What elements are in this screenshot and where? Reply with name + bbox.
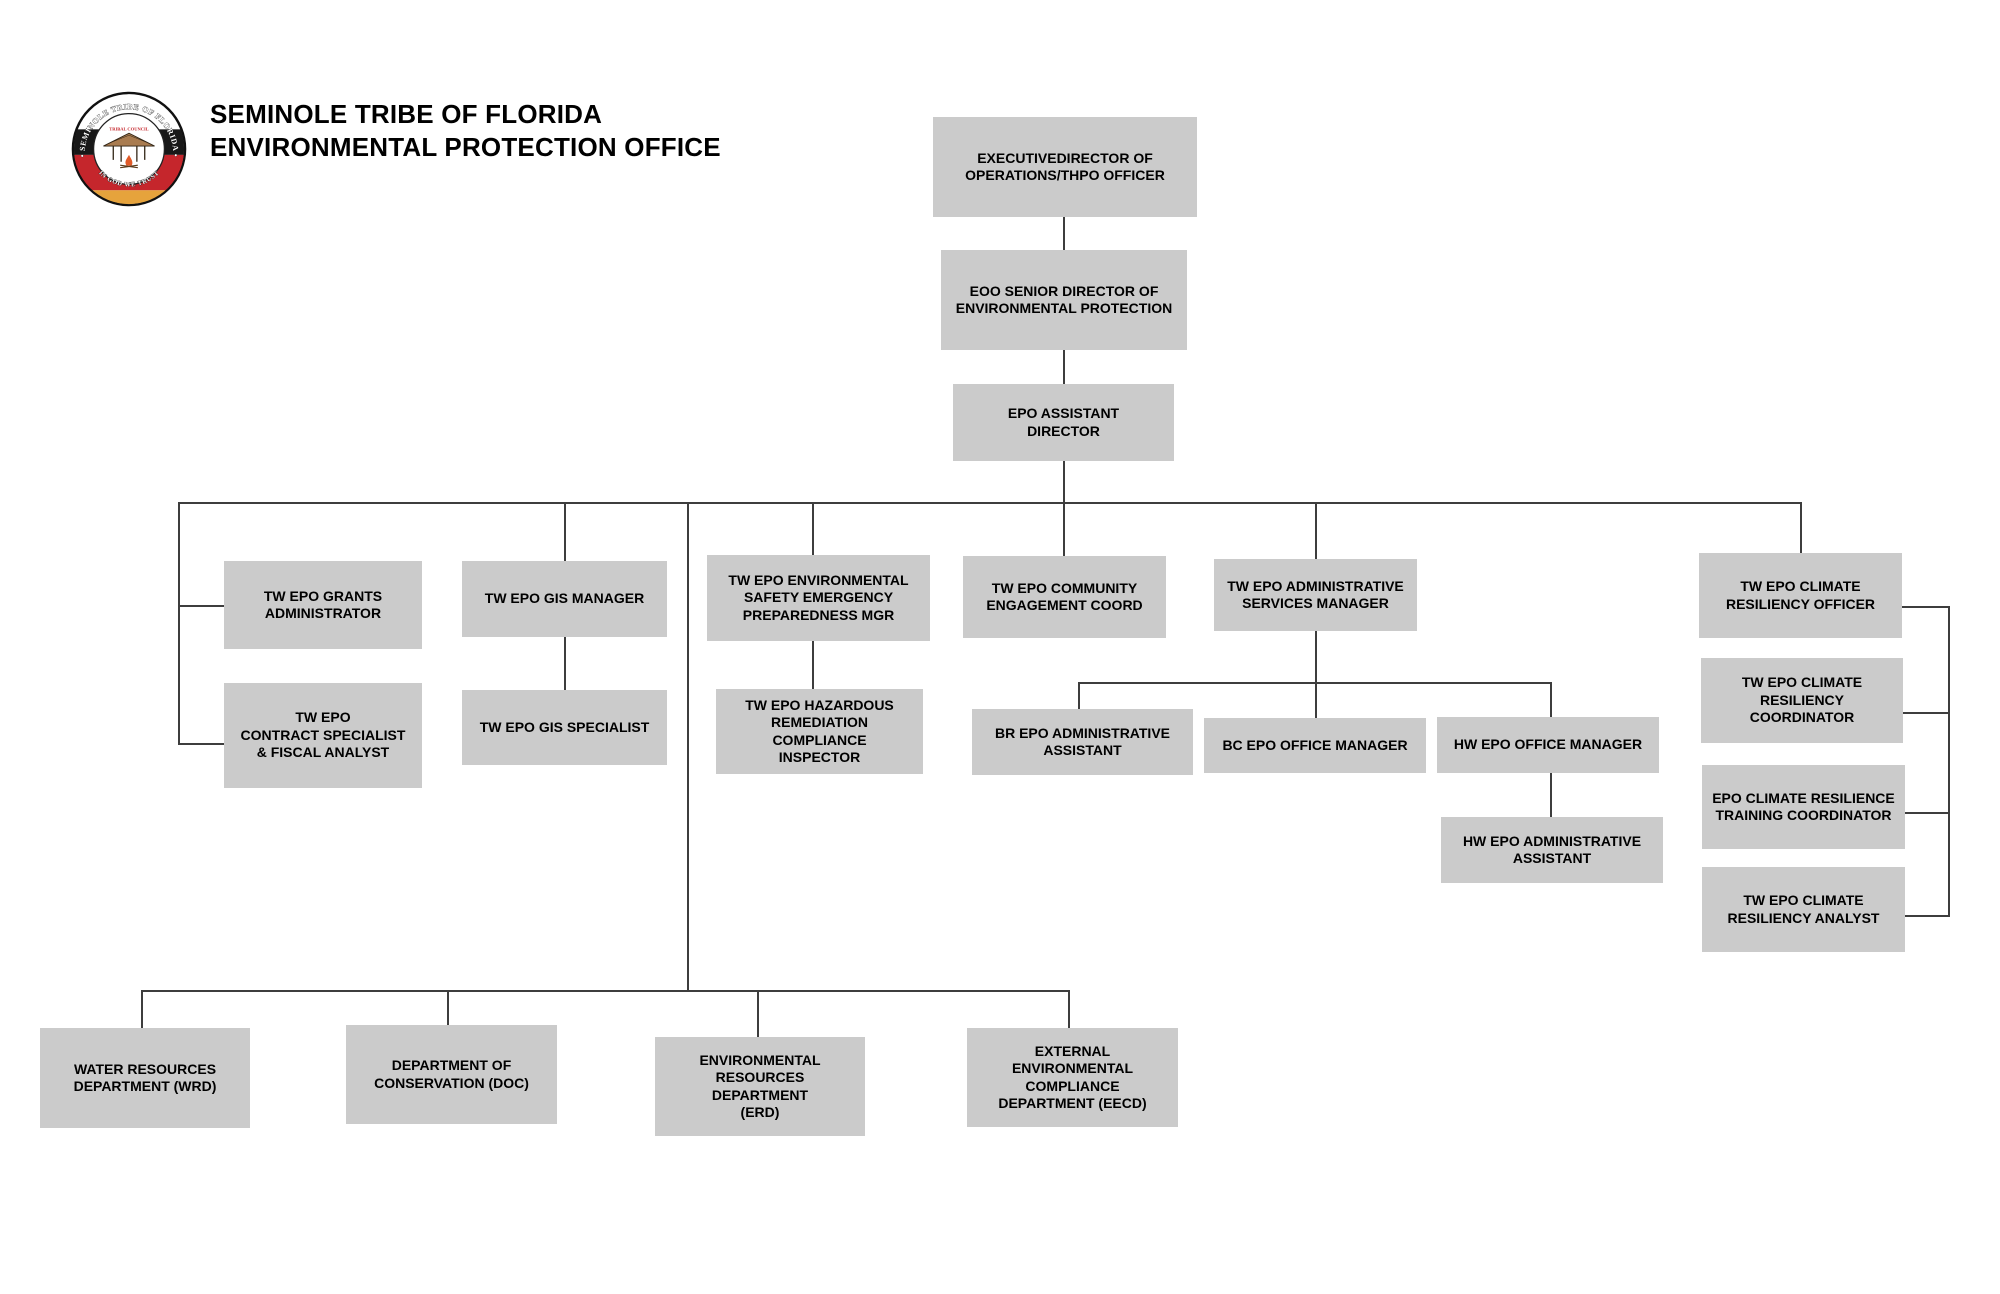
node-bc-epo-office-manager: BC EPO OFFICE MANAGER [1204,718,1426,773]
node-br-epo-administrative-assistant: BR EPO ADMINISTRATIVE ASSISTANT [972,709,1193,775]
connector-line [812,641,814,689]
node-tw-epo-environmental-safety-emergency-preparedness-mgr: TW EPO ENVIRONMENTAL SAFETY EMERGENCY PR… [707,555,930,641]
page-title-line2: ENVIRONMENTAL PROTECTION OFFICE [210,132,721,163]
page-title: SEMINOLE TRIBE OF FLORIDA ENVIRONMENTAL … [210,90,721,164]
node-hw-epo-administrative-assistant: HW EPO ADMINISTRATIVE ASSISTANT [1441,817,1663,883]
node-epo-climate-resilience-training-coordinator: EPO CLIMATE RESILIENCE TRAINING COORDINA… [1702,765,1905,849]
connector-line [757,990,759,1037]
connector-line [1315,631,1317,683]
connector-line [141,990,1070,992]
node-external-environmental-compliance-department-eecd: EXTERNAL ENVIRONMENTAL COMPLIANCE DEPART… [967,1028,1178,1127]
node-tw-epo-climate-resiliency-coordinator: TW EPO CLIMATE RESILIENCY COORDINATOR [1701,658,1903,743]
connector-line [687,502,689,991]
connector-line [1315,502,1317,559]
node-tw-epo-hazardous-remediation-compliance-inspector: TW EPO HAZARDOUS REMEDIATION COMPLIANCE … [716,689,923,774]
connector-line [1550,682,1552,717]
connector-line [1948,606,1950,917]
chickee-hut-icon [103,132,155,162]
connector-line [564,637,566,690]
node-tw-epo-climate-resiliency-analyst: TW EPO CLIMATE RESILIENCY ANALYST [1702,867,1905,952]
connector-line [1800,502,1802,553]
node-tw-epo-gis-specialist: TW EPO GIS SPECIALIST [462,690,667,765]
node-tw-epo-gis-manager: TW EPO GIS MANAGER [462,561,667,637]
node-hw-epo-office-manager: HW EPO OFFICE MANAGER [1437,717,1659,773]
connector-line [178,605,224,607]
campfire-icon [120,154,138,169]
connector-line [1905,812,1950,814]
node-tw-epo-community-engagement-coord: TW EPO COMMUNITY ENGAGEMENT COORD [963,556,1166,638]
node-executive-director-operations-thpo-officer: EXECUTIVEDIRECTOR OF OPERATIONS/THPO OFF… [933,117,1197,217]
node-department-of-conservation-doc: DEPARTMENT OF CONSERVATION (DOC) [346,1025,557,1124]
connector-line [1903,712,1950,714]
seal-council-text: TRIBAL COUNCIL [109,126,149,131]
connector-line [1063,350,1065,384]
connector-line [141,990,143,1028]
connector-line [1078,682,1080,709]
connector-line [178,502,1802,504]
seminole-tribe-seal-logo: TRIBAL COUNCIL • SEMINOLE TRIBE OF FLORI… [71,91,187,207]
connector-line [812,502,814,555]
connector-line [178,743,224,745]
connector-line [1315,682,1317,718]
connector-line [1902,606,1950,608]
connector-line [1905,915,1950,917]
node-eoo-senior-director-environmental-protection: EOO SENIOR DIRECTOR OF ENVIRONMENTAL PRO… [941,250,1187,350]
connector-line [1550,773,1552,817]
connector-line [447,990,449,1025]
node-tw-epo-administrative-services-manager: TW EPO ADMINISTRATIVE SERVICES MANAGER [1214,559,1417,631]
node-epo-assistant-director: EPO ASSISTANT DIRECTOR [953,384,1174,461]
node-water-resources-department-wrd: WATER RESOURCES DEPARTMENT (WRD) [40,1028,250,1128]
connector-line [1063,217,1065,250]
connector-line [178,502,180,745]
connector-line [564,502,566,561]
connector-line [1063,461,1065,556]
node-tw-epo-contract-specialist-fiscal-analyst: TW EPO CONTRACT SPECIALIST & FISCAL ANAL… [224,683,422,788]
node-tw-epo-climate-resiliency-officer: TW EPO CLIMATE RESILIENCY OFFICER [1699,553,1902,638]
node-environmental-resources-department-erd: ENVIRONMENTAL RESOURCES DEPARTMENT (ERD) [655,1037,865,1136]
node-tw-epo-grants-administrator: TW EPO GRANTS ADMINISTRATOR [224,561,422,649]
brand-header: TRIBAL COUNCIL • SEMINOLE TRIBE OF FLORI… [70,90,721,208]
page-title-line1: SEMINOLE TRIBE OF FLORIDA [210,99,603,129]
connector-line [1068,990,1070,1028]
